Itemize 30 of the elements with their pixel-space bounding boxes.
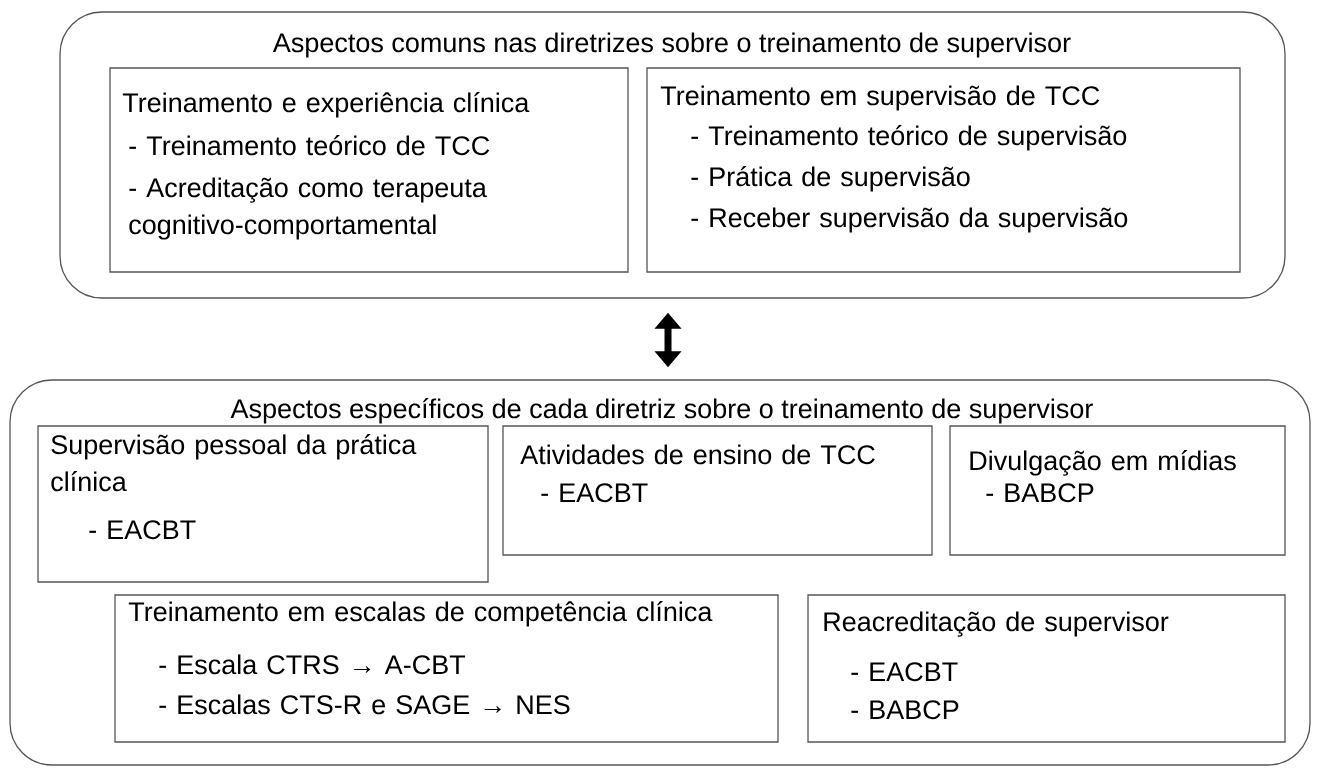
section-heading: Divulgação em mídias — [970, 450, 1236, 476]
section-box — [114, 594, 779, 743]
list-item: - Acreditação como terapeuta cognitivo-comportamental — [129, 177, 487, 240]
panel-title: Aspectos comuns nas diretrizes sobre o treinamento de supervisor — [272, 32, 1071, 58]
section-box — [109, 67, 629, 273]
panel-box — [59, 11, 1286, 299]
section-box — [646, 67, 1241, 273]
section-heading: Treinamento e experiência clínica — [122, 92, 530, 118]
section-heading: Treinamento em supervisão de TCC — [660, 85, 1100, 111]
section-heading: Treinamento em escalas de competência clínica — [128, 601, 713, 627]
section-heading: Supervisão pessoal da prática clínica — [51, 434, 417, 492]
list-item: - Receber supervisão da supervisão — [691, 207, 1128, 233]
section-box — [502, 425, 933, 556]
section-box — [37, 425, 489, 583]
section-heading: Atividades de ensino de TCC — [520, 444, 875, 465]
list-item: - EACBT — [851, 662, 958, 682]
section-box — [949, 425, 1286, 556]
section-heading: Reacreditação de supervisor — [824, 611, 1169, 637]
panel-title: Aspectos específicos de cada diretriz sobre o treinamento de supervisor — [230, 398, 1093, 424]
list-item: - BABCP — [851, 700, 959, 720]
panel-box — [9, 379, 1311, 766]
list-item: - EACBT — [89, 520, 196, 540]
list-item: - Escala CTRS → A-CBT — [159, 654, 466, 675]
list-item: - EACBT — [541, 483, 648, 503]
list-item: - Escalas CTS-R e SAGE → NES — [159, 694, 570, 715]
list-item: - Treinamento teórico de TCC — [129, 135, 490, 156]
list-item: - Prática de supervisão — [691, 166, 970, 192]
list-item: - BABCP — [986, 483, 1094, 503]
list-item: - Treinamento teórico de supervisão — [691, 125, 1127, 151]
section-box — [807, 594, 1286, 743]
